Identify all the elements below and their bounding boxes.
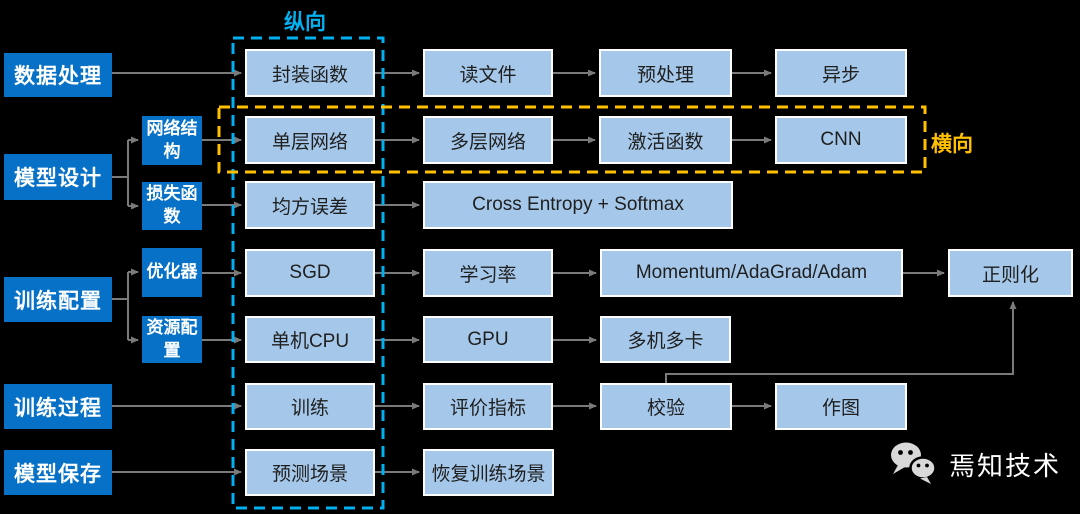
step-multi-machine: 多机多卡 [600,316,731,363]
category-network-structure: 网络结构 [142,116,202,165]
step-single-layer: 单层网络 [245,116,375,164]
category-optimizer: 优化器 [142,248,202,297]
step-activation: 激活函数 [599,116,732,164]
step-plot: 作图 [775,383,907,430]
step-async: 异步 [775,49,907,97]
step-learning-rate: 学习率 [423,249,553,297]
stage-train-process: 训练过程 [4,384,112,429]
stage-train-config: 训练配置 [4,277,112,322]
brand: 焉知技术 [889,441,1061,487]
brand-name: 焉知技术 [949,450,1062,481]
step-gpu: GPU [423,316,553,363]
stage-model-save: 模型保存 [4,450,112,495]
step-validation: 校验 [600,383,732,430]
step-multi-layer: 多层网络 [423,116,553,164]
category-resource-config: 资源配置 [142,316,202,363]
step-sgd: SGD [245,249,375,297]
step-metrics: 评价指标 [423,383,553,430]
step-predict-scene: 预测场景 [245,449,375,496]
stage-model-design: 模型设计 [4,154,112,200]
step-regularization: 正则化 [948,249,1073,297]
horizontal-group-outline [217,105,927,174]
step-preprocess: 预处理 [599,49,732,97]
step-wrap-function: 封装函数 [245,49,375,97]
step-mse: 均方误差 [245,181,375,229]
step-resume-scene: 恢复训练场景 [423,449,554,496]
stage-data-processing: 数据处理 [4,53,112,97]
step-train: 训练 [245,383,375,430]
step-momentum: Momentum/AdaGrad/Adam [600,249,903,297]
vertical-group-label: 纵向 [284,11,326,34]
step-cross-entropy: Cross Entropy + Softmax [423,181,733,229]
step-cnn: CNN [775,116,907,164]
vertical-group-outline [231,36,385,510]
horizontal-group-label: 横向 [931,133,973,156]
step-single-cpu: 单机CPU [245,316,375,363]
step-read-file: 读文件 [423,49,553,97]
category-loss-function: 损失函数 [142,182,202,230]
arrows-group [112,69,1017,476]
wechat-icon [891,442,937,484]
